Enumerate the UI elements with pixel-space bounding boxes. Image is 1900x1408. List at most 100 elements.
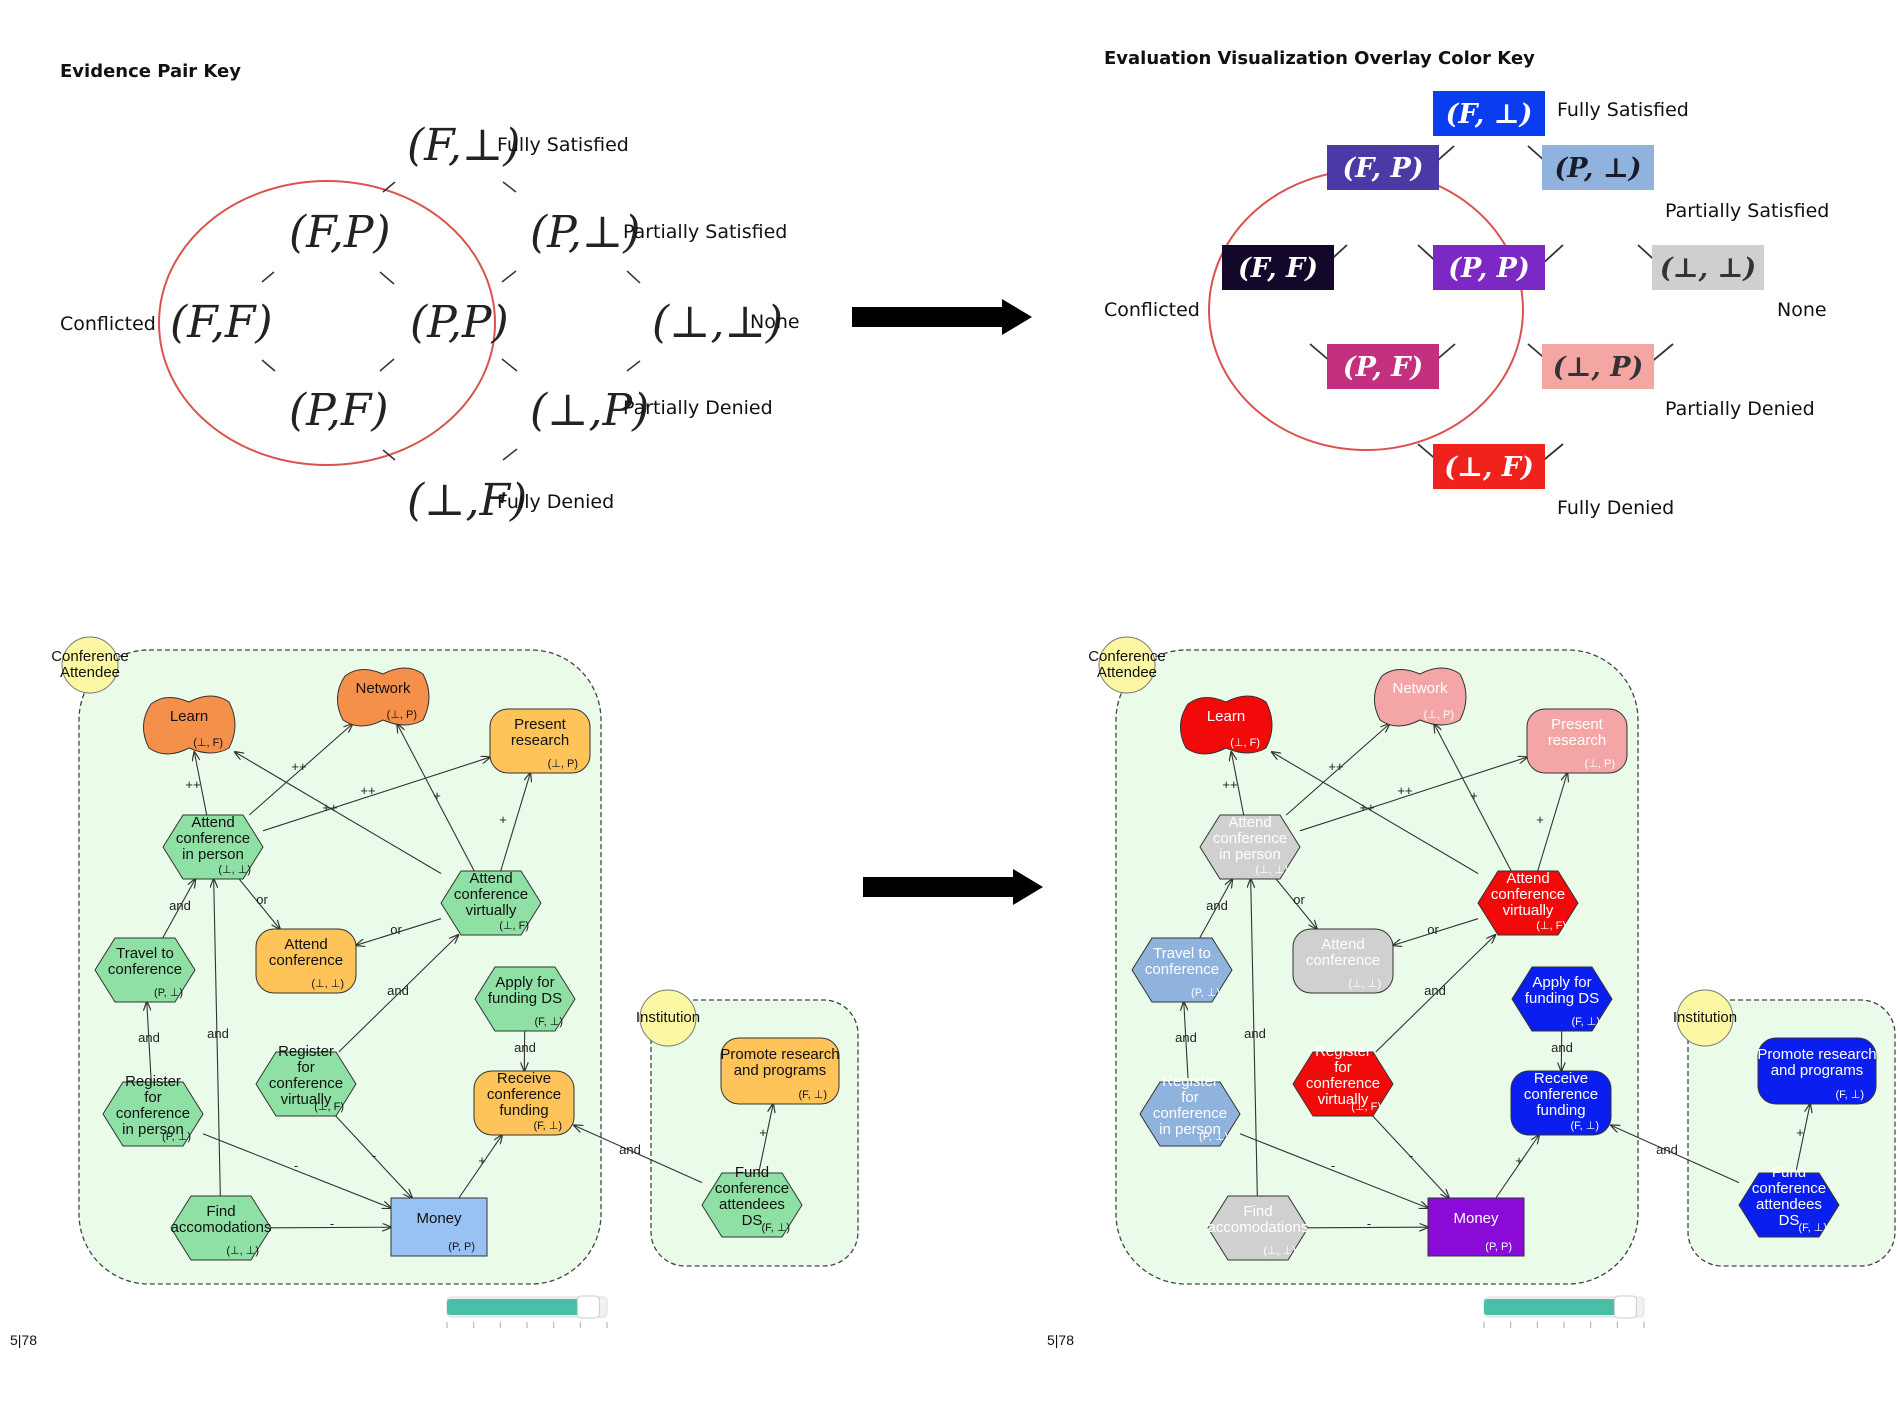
goal-shape <box>1757 1037 1877 1105</box>
overlay-box-8: (⊥, F) <box>1433 444 1545 489</box>
timeline-slider-left[interactable] <box>446 1295 608 1328</box>
node-learn[interactable]: Learn(⊥, F) <box>1180 695 1273 755</box>
link-label: - <box>1367 1216 1371 1231</box>
node-pair: (P, P) <box>448 1241 475 1253</box>
pair-F-bot: (F,⊥) <box>407 120 520 171</box>
link-label: or <box>256 892 268 907</box>
task-shape <box>162 814 264 880</box>
link-label: - <box>1331 1158 1335 1173</box>
overlay-conflict-ellipse <box>1208 169 1524 451</box>
node-network[interactable]: Network(⊥, P) <box>1374 667 1467 727</box>
link-label: + <box>1470 788 1478 803</box>
overlay-box-fill <box>1542 145 1654 190</box>
link-label: - <box>330 1216 334 1231</box>
link-label: + <box>499 812 507 827</box>
task-shape <box>102 1081 204 1147</box>
actor-institution[interactable]: Institution <box>1673 989 1737 1047</box>
overlay-box-pair: (⊥, P) <box>1553 352 1644 383</box>
link-attend_virtual-present <box>1537 773 1568 872</box>
node-pair: (⊥, F) <box>1230 737 1260 749</box>
node-pair: (⊥, P) <box>1585 758 1615 770</box>
node-money[interactable]: Money(P, P) <box>1427 1197 1525 1257</box>
link-label: ++ <box>1359 800 1374 815</box>
link-label: ++ <box>1222 777 1237 792</box>
link-find_accom-money <box>1307 1227 1428 1228</box>
task-shape <box>474 966 576 1032</box>
link-label: and <box>514 1040 536 1055</box>
link-label: and <box>1551 1040 1573 1055</box>
label-conflicted: Conflicted <box>60 313 156 335</box>
link-travel-attend_person <box>162 879 196 939</box>
pair-P-P: (P,P) <box>410 297 509 348</box>
slider-handle[interactable] <box>1613 1295 1637 1319</box>
node-pair: (F, ⊥) <box>1570 1120 1599 1132</box>
overlay-box-fill <box>1222 245 1334 290</box>
task-shape <box>1131 937 1233 1003</box>
node-learn[interactable]: Learn(⊥, F) <box>143 695 236 755</box>
link-money-receive_funding <box>1495 1135 1539 1199</box>
conflict-ellipse <box>158 180 496 466</box>
link-register_virtual-money <box>1372 1115 1449 1198</box>
node-pair: (⊥, ⊥) <box>226 1245 259 1257</box>
label-fully-satisfied: Fully Satisfied <box>497 134 629 156</box>
link-label: and <box>387 983 409 998</box>
overlay-box-fill <box>1433 444 1545 489</box>
node-pair: (P, P) <box>1485 1241 1512 1253</box>
link-fund_attendees-promote <box>1795 1104 1810 1174</box>
slider-handle[interactable] <box>576 1295 600 1319</box>
timeline-slider-right[interactable] <box>1483 1295 1645 1328</box>
overlay-box-fill <box>1433 245 1545 290</box>
link-label: + <box>759 1125 767 1140</box>
node-money[interactable]: Money(P, P) <box>390 1197 488 1257</box>
link-attend_virtual-present <box>500 773 531 872</box>
link-label: + <box>433 788 441 803</box>
pair-P-bot: (P,⊥) <box>530 207 640 258</box>
link-label: or <box>1293 892 1305 907</box>
goal-shape <box>720 1037 840 1105</box>
node-pair: (P, ⊥) <box>154 987 183 999</box>
actor-icon <box>61 636 119 694</box>
link-find_accom-money <box>270 1227 391 1228</box>
slider-fill <box>1484 1299 1619 1315</box>
overlay-box-pair: (P, P) <box>1448 253 1529 284</box>
actor-institution[interactable]: Institution <box>636 989 700 1047</box>
link-find_accom-attend_person <box>214 879 221 1197</box>
node-network[interactable]: Network(⊥, P) <box>337 667 430 727</box>
node-label: Network <box>355 680 411 697</box>
overlay-label-partially-denied: Partially Denied <box>1665 398 1815 420</box>
link-register_virtual-money <box>335 1115 412 1198</box>
